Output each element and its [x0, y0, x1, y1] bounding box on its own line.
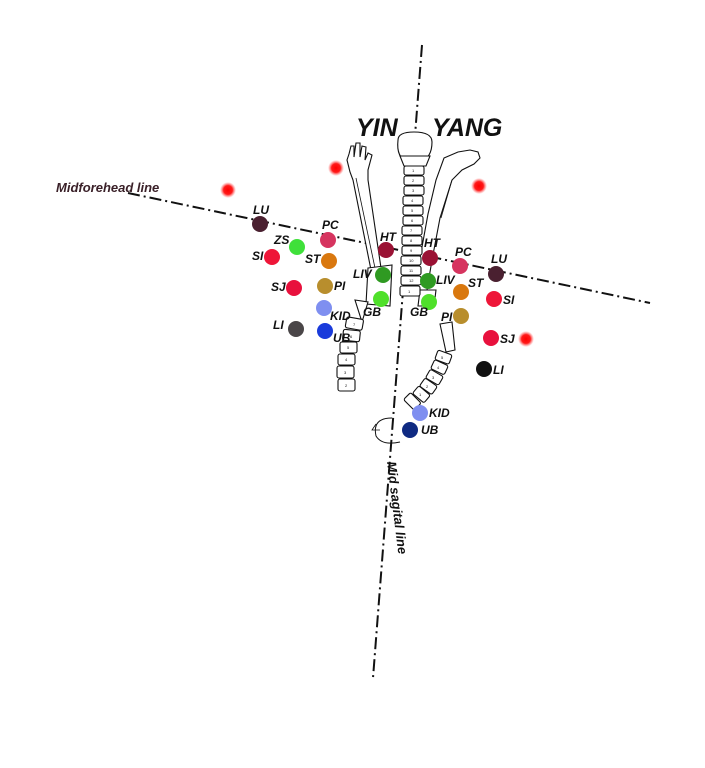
yin-pc-label: PC [322, 218, 339, 232]
yang-pc-label: PC [455, 245, 472, 259]
yang-gb-label: GB [410, 305, 428, 319]
yang-pi-point [453, 308, 469, 324]
yang-sj-point [483, 330, 499, 346]
yang-li-label: LI [493, 363, 504, 377]
svg-text:7: 7 [410, 228, 413, 233]
yang-pi-label: PI [441, 310, 453, 324]
yang-si-label: SI [503, 293, 515, 307]
svg-text:5: 5 [411, 208, 414, 213]
yin-points [252, 216, 394, 339]
svg-text:1: 1 [412, 168, 415, 173]
yin-lower-spine: 7 6 5 4 3 2 [336, 299, 369, 392]
yang-kid-point [412, 405, 428, 421]
svg-text:3: 3 [344, 370, 347, 375]
svg-text:9: 9 [410, 248, 413, 253]
yang-title: YANG [432, 114, 502, 142]
yin-ub-point [317, 323, 333, 339]
svg-text:8: 8 [410, 238, 413, 243]
yang-ub-point [402, 422, 418, 438]
svg-text:2: 2 [412, 178, 415, 183]
yin-zs-label: ZS [273, 233, 289, 247]
glow-point [220, 182, 236, 198]
yin-li-point [288, 321, 304, 337]
yin-li-label: LI [273, 318, 284, 332]
svg-text:1: 1 [408, 289, 411, 294]
yin-sj-point [286, 280, 302, 296]
yin-ub-label: UB [333, 331, 351, 345]
yang-ht-point [422, 250, 438, 266]
yang-pc-point [452, 258, 468, 274]
yang-ht-label: HT [424, 236, 442, 250]
yin-st-point [321, 253, 337, 269]
yin-kid-point [316, 300, 332, 316]
yin-si-label: SI [252, 249, 264, 263]
yang-lu-label: LU [491, 252, 507, 266]
yang-points [402, 250, 504, 438]
yin-pc-point [320, 232, 336, 248]
yang-kid-label: KID [429, 406, 450, 420]
yin-si-point [264, 249, 280, 265]
yin-liv-label: LIV [353, 267, 373, 281]
svg-text:4: 4 [345, 357, 348, 362]
svg-text:11: 11 [409, 268, 414, 273]
svg-text:5: 5 [347, 345, 350, 350]
skull-figure [397, 131, 433, 167]
yin-liv-point [375, 267, 391, 283]
glow-point [328, 160, 344, 176]
svg-text:5: 5 [441, 355, 444, 360]
yang-si-point [486, 291, 502, 307]
svg-text:4: 4 [437, 365, 440, 370]
glow-point [471, 178, 487, 194]
yang-ub-label: UB [421, 423, 439, 437]
svg-text:1: 1 [419, 392, 422, 397]
svg-text:2: 2 [426, 384, 429, 389]
yang-gb-point [421, 294, 437, 310]
yang-lu-point [488, 266, 504, 282]
svg-text:4: 4 [411, 198, 414, 203]
svg-text:6: 6 [350, 334, 353, 339]
midforehead-line-label: Midforehead line [56, 180, 159, 195]
yang-liv-point [420, 273, 436, 289]
yang-liv-label: LIV [436, 273, 456, 287]
svg-text:10: 10 [409, 258, 414, 263]
yin-zs-point [289, 239, 305, 255]
yin-sj-label: SJ [271, 280, 286, 294]
yin-gb-point [373, 291, 389, 307]
yang-st-point [453, 284, 469, 300]
yin-lu-point [252, 216, 268, 232]
yang-sj-label: SJ [500, 332, 515, 346]
glow-point [518, 331, 534, 347]
midsagittal-line-label: Mid sagital line [384, 461, 410, 555]
yang-st-label: ST [468, 276, 485, 290]
svg-text:3: 3 [412, 188, 415, 193]
yin-pi-label: PI [334, 279, 346, 293]
svg-text:2: 2 [345, 383, 348, 388]
yin-ht-label: HT [380, 230, 398, 244]
svg-text:3: 3 [432, 375, 435, 380]
yin-gb-label: GB [363, 305, 381, 319]
yang-li-point [476, 361, 492, 377]
yin-pi-point [317, 278, 333, 294]
yin-lu-label: LU [253, 203, 269, 217]
yin-kid-label: KID [330, 309, 351, 323]
svg-text:6: 6 [411, 218, 414, 223]
svg-text:7: 7 [353, 322, 356, 327]
yin-st-label: ST [305, 252, 322, 266]
yang-lower-spine: 54 32 1 [371, 321, 456, 444]
yin-ht-point [378, 242, 394, 258]
yin-title: YIN [356, 114, 399, 142]
svg-text:12: 12 [409, 278, 414, 283]
